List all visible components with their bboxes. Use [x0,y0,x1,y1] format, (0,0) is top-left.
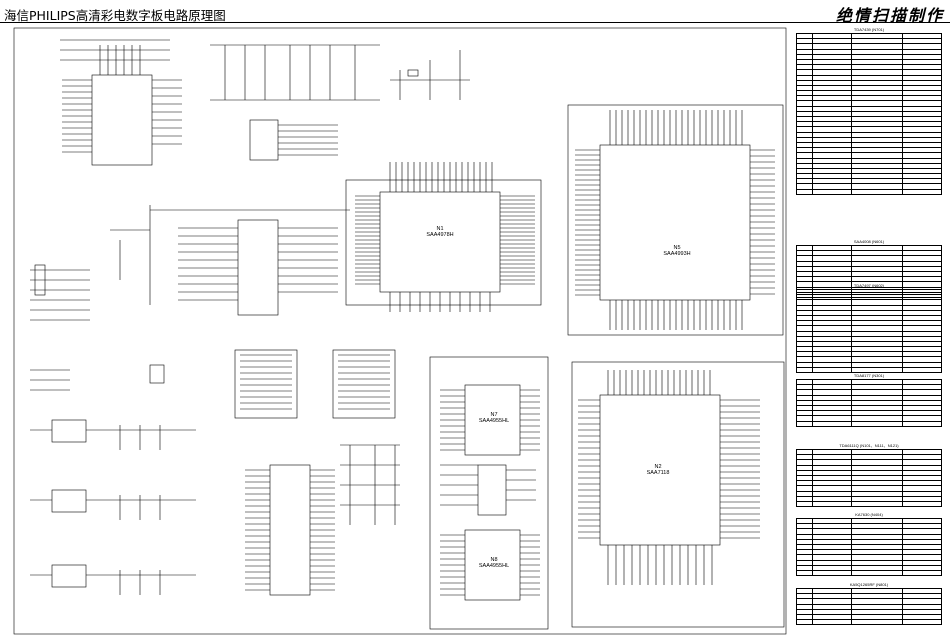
table-row [796,569,943,577]
table-cell [901,188,943,195]
table-tda7497 [796,288,943,374]
chip-n8-ref: N8 [490,557,498,563]
table-tda8177 [796,378,943,427]
chip-n8-label: N8 SAA4955HL [470,557,518,569]
ic-u1 [60,39,182,166]
table-tda8177-title: TDA8177 (N301) [853,373,885,378]
memory-blocks [234,349,400,596]
table-cell [811,420,853,427]
chip-n2-label: N2 SAA7118 [638,464,678,476]
ic-top-center [210,44,470,161]
chip-n2-ref: N2 [654,464,662,470]
table-row [796,366,943,374]
chip-n7-label: N7 SAA4955HL [470,412,518,424]
table-cell [811,500,853,508]
table-cell [811,619,853,626]
watermark: 绝情扫描制作 [835,6,944,25]
table-row [796,619,943,626]
table-cell [901,366,943,374]
table-row [796,564,943,571]
regulators [30,264,196,595]
table-tda7497-title: TDA7497 (N602) [853,283,885,288]
table-row [796,500,943,508]
table-cell [851,569,903,577]
chip-n1-label: N1 SAA4978H [420,226,460,238]
chip-n8-part: SAA4955HL [478,563,510,569]
chip-n1-part: SAA4978H [426,232,454,238]
table-cell [851,188,903,195]
ic-n1 [345,162,542,312]
table-saa4008-title: SAA4008 (N601) [853,239,885,244]
title-divider [0,22,950,23]
ic-n2 [571,361,785,628]
table-tda7439-title: TDA7439 (N701) [853,27,885,32]
ic-n5 [567,104,784,336]
ic-n7-n8 [429,356,549,630]
ic-left-middle [110,205,350,316]
table-tda7439 [796,32,943,195]
table-row [796,188,943,195]
table-cell [796,569,813,577]
table-tda6111q-title: TDA6111Q (N101、N111、N121) [839,443,899,448]
table-cell [851,366,903,374]
table-cell [811,569,853,577]
table-cell [796,366,813,374]
table-cell [796,188,813,195]
table-cell [851,500,903,508]
table-ka7630 [796,517,943,577]
table-cell [851,619,903,626]
table-cell [851,420,903,427]
chip-n7-ref: N7 [490,412,498,418]
table-ka5q1265rf [796,587,943,626]
chip-n5-part: SAA4993H [663,251,691,257]
table-cell [796,420,813,427]
table-cell [796,619,813,626]
chip-n5-ref: N5 [673,245,681,251]
table-ka5q1265rf-title: KA5Q1265RF (N801) [849,582,889,587]
schematic-canvas [13,27,787,635]
table-row [796,420,943,427]
table-cell [901,619,943,626]
table-cell [901,420,943,427]
table-cell [901,569,943,577]
chip-n2-part: SAA7118 [646,470,670,476]
table-ka7630-title: KA7630 (N404) [855,512,883,517]
frame [13,27,787,635]
table-tda6111q [796,448,943,508]
chip-n5-label: N5 SAA4993H [652,245,702,257]
chip-n1-ref: N1 [436,226,444,232]
table-cell [811,366,853,374]
table-cell [901,500,943,508]
table-cell [796,500,813,508]
page-title: 海信PHILIPS高清彩电数字板电路原理图 [4,8,226,23]
table-cell [811,188,853,195]
chip-n7-part: SAA4955HL [478,418,510,424]
